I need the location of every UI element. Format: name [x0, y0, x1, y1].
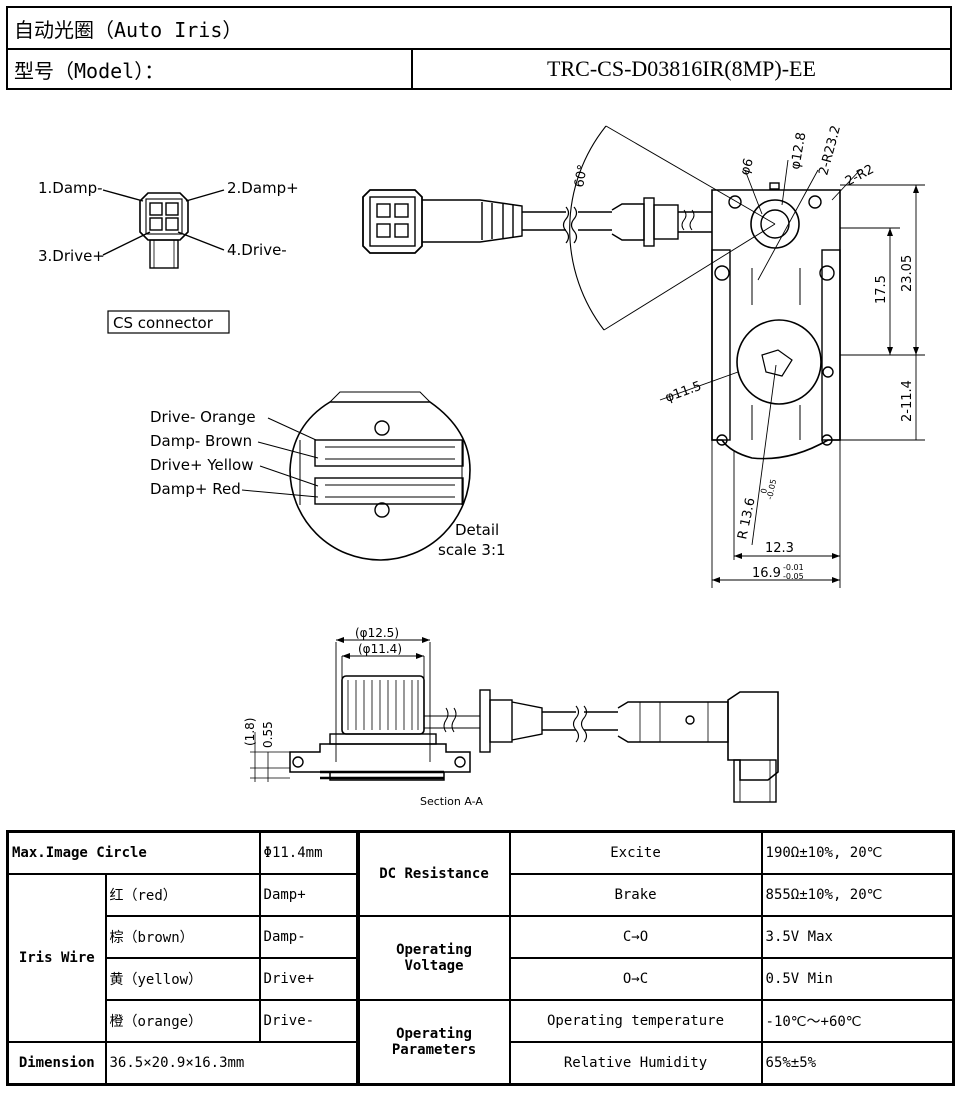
excite-label: Excite [508, 830, 763, 875]
pin3-label: 3.Drive+ [38, 247, 105, 265]
detail-scale-label: scale 3:1 [438, 541, 506, 559]
wire-signal: Drive+ [258, 956, 359, 1001]
connector-caption: CS connector [113, 314, 214, 332]
dim-phi11-5: φ11.5 [663, 379, 703, 406]
dim-r13-6-tol-upper: 0 [759, 488, 769, 495]
model-row: 型号（Model）： TRC-CS-D03816IR(8MP)-EE [6, 48, 952, 90]
max-image-circle-label: Max.Image Circle [6, 830, 261, 875]
o-to-c-label: O→C [508, 956, 763, 1001]
excite-value: 190Ω±10%, 20℃ [760, 830, 955, 875]
connector-pinout: 1.Damp- 2.Damp+ 3.Drive+ 4.Drive- CS con… [38, 179, 299, 334]
c-to-o-value: 3.5V Max [760, 914, 955, 959]
dimension-label: Dimension [6, 1040, 107, 1086]
wire-color: 棕（brown） [104, 914, 261, 959]
dim-16-9: 16.9 [752, 566, 781, 581]
wire-label-3: Drive+ Yellow [150, 456, 254, 474]
table-row: 黄（yellow） Drive+ O→C 0.5V Min [8, 956, 955, 1001]
humidity-label: Relative Humidity [508, 1040, 763, 1086]
table-row: Max.Image Circle Φ11.4mm DC Resistance E… [6, 830, 955, 917]
o-to-c-value: 0.5V Min [760, 956, 955, 1001]
dim-sec-11-4: (φ11.4) [358, 642, 402, 656]
page-title: 自动光圈（Auto Iris） [14, 17, 243, 42]
dim-r23-2: 2-R23.2 [816, 124, 844, 177]
wire-color: 红（red） [104, 872, 261, 917]
c-to-o-label: C→O [508, 914, 763, 959]
table-row: Iris Wire 红（red） Damp+ Brake 855Ω±10%, 2… [6, 872, 955, 1043]
dim-17-5: 17.5 [874, 275, 889, 304]
dim-phi12-8: φ12.8 [788, 131, 809, 171]
wire-label-2: Damp- Brown [150, 432, 252, 450]
max-image-circle-value: Φ11.4mm [258, 830, 359, 875]
section-view: (φ12.5) (φ11.4) (1.8) 0.55 Section A-A [243, 626, 779, 808]
brake-value: 855Ω±10%, 20℃ [760, 872, 955, 917]
dim-phi6: φ6 [738, 157, 757, 178]
wire-label-1: Drive- Orange [150, 408, 256, 426]
dc-resistance-label: DC Resistance [355, 830, 511, 917]
wire-signal: Damp- [258, 914, 359, 959]
pin2-label: 2.Damp+ [227, 179, 299, 197]
table-row: Dimension 36.5×20.9×16.3mm Relative Humi… [6, 1040, 955, 1086]
section-label: Section A-A [420, 795, 483, 808]
model-label: 型号（Model）： [14, 58, 165, 83]
op-temp-label: Operating temperature [508, 998, 763, 1043]
iris-wire-label: Iris Wire [6, 872, 107, 1043]
pin4-label: 4.Drive- [227, 241, 287, 259]
dim-angle: 60° [572, 163, 591, 188]
spec-table: Max.Image Circle Φ11.4mm DC Resistance E… [6, 830, 956, 1086]
wire-color: 橙（orange） [104, 998, 261, 1043]
dim-16-9-tol-upper: -0.01 [783, 563, 804, 572]
model-value: TRC-CS-D03816IR(8MP)-EE [547, 56, 816, 81]
dim-sec-12-5: (φ12.5) [355, 626, 399, 640]
title-row: 自动光圈（Auto Iris） [6, 6, 952, 50]
detail-view: Drive- Orange Damp- Brown Drive+ Yellow … [150, 391, 506, 561]
wire-label-4: Damp+ Red [150, 480, 241, 498]
dimension-value: 36.5×20.9×16.3mm [104, 1040, 359, 1086]
wire-signal: Damp+ [258, 872, 359, 917]
detail-label: Detail [455, 521, 499, 539]
op-temp-value: -10℃～+60℃ [760, 998, 955, 1043]
dim-2-11-4: 2-11.4 [900, 380, 915, 422]
brake-label: Brake [508, 872, 763, 917]
humidity-value: 65%±5% [760, 1040, 955, 1086]
dim-r13-6-tol-lower: -0.05 [765, 478, 778, 500]
dim-16-9-tol-lower: -0.05 [783, 572, 804, 581]
dim-sec-0-55: 0.55 [261, 721, 275, 748]
wire-signal: Drive- [258, 998, 359, 1043]
dim-23-05: 23.05 [900, 255, 915, 292]
wire-color: 黄（yellow） [104, 956, 261, 1001]
dim-12-3: 12.3 [765, 541, 794, 556]
top-view: 60° φ6 φ12.8 2-R23.2 2-R2 23.05 17.5 2-1… [362, 124, 925, 588]
pin1-label: 1.Damp- [38, 179, 103, 197]
dim-sec-1-8: (1.8) [243, 718, 257, 746]
technical-drawing: 1.Damp- 2.Damp+ 3.Drive+ 4.Drive- CS con… [38, 124, 925, 808]
